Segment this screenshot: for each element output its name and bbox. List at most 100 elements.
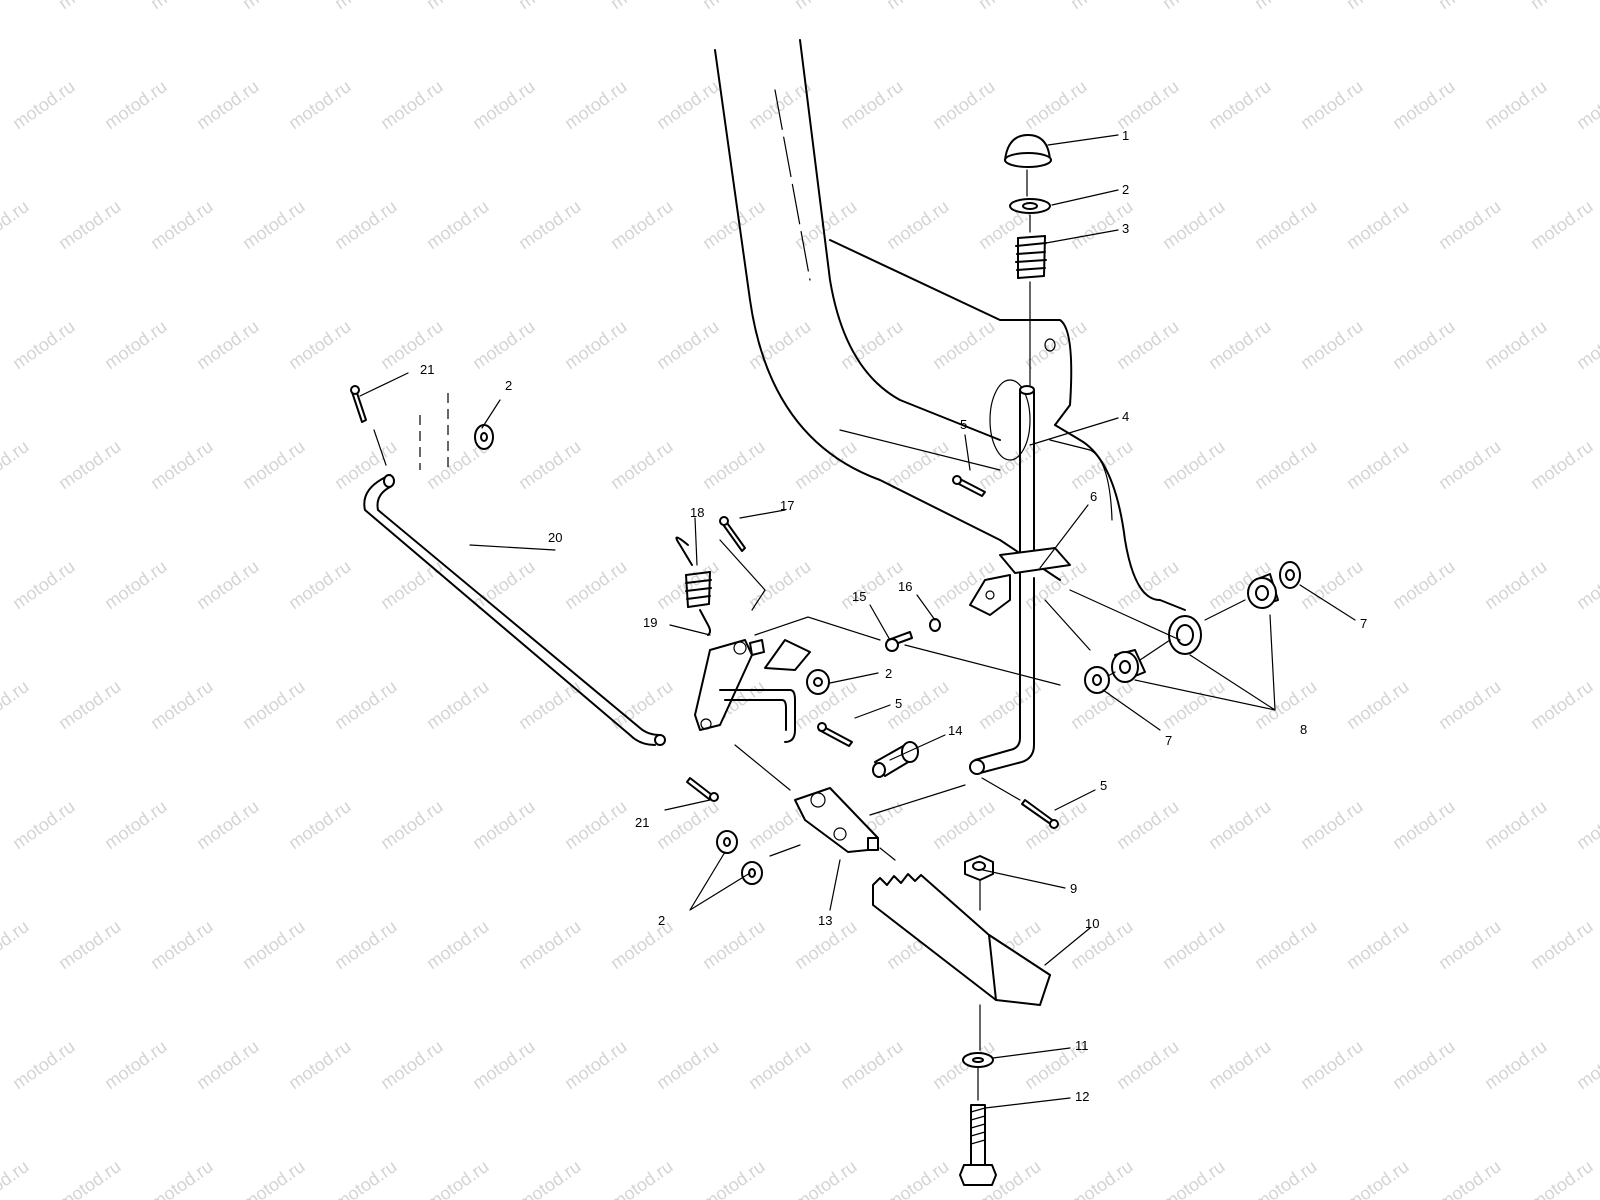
watermark-text: motod.ru xyxy=(1113,1036,1183,1093)
watermark-text: motod.ru xyxy=(1297,76,1367,133)
watermark-text: motod.ru xyxy=(883,436,953,493)
callout-5: 5 xyxy=(960,417,967,432)
watermark-text: motod.ru xyxy=(423,676,493,733)
top-washer xyxy=(1009,198,1051,214)
watermark-text: motod.ru xyxy=(1527,0,1597,13)
watermark-text: motod.ru xyxy=(239,1156,309,1200)
watermark-text: motod.ru xyxy=(377,796,447,853)
cotter-pin-top xyxy=(719,516,746,552)
callout-2-lower: 2 xyxy=(658,913,665,928)
watermark-text: motod.ru xyxy=(1205,76,1275,133)
watermark-text: motod.ru xyxy=(239,436,309,493)
watermark-text: motod.ru xyxy=(1297,1036,1367,1093)
watermark-text: motod.ru xyxy=(1527,436,1597,493)
bolt-12 xyxy=(959,1104,997,1186)
screw-15 xyxy=(885,631,913,652)
watermark-text: motod.ru xyxy=(193,796,263,853)
watermark-text: motod.ru xyxy=(1159,0,1229,13)
watermark-text: motod.ru xyxy=(1481,796,1551,853)
watermark-text: motod.ru xyxy=(55,676,125,733)
watermark-text: motod.ru xyxy=(791,436,861,493)
watermark-text: motod.ru xyxy=(147,1156,217,1200)
callout-3: 3 xyxy=(1122,221,1129,236)
watermark-text: motod.ru xyxy=(377,1036,447,1093)
watermark-text: motod.ru xyxy=(929,796,999,853)
watermark-text: motod.ru xyxy=(1343,436,1413,493)
watermark-text: motod.ru xyxy=(1573,796,1600,853)
watermark-text: motod.ru xyxy=(101,796,171,853)
watermark-text: motod.ru xyxy=(1159,436,1229,493)
washer-16 xyxy=(929,618,941,632)
dust-cap xyxy=(1004,134,1052,168)
watermark-text: motod.ru xyxy=(1113,76,1183,133)
watermark-text: motod.ru xyxy=(1251,916,1321,973)
watermark-text: motod.ru xyxy=(883,676,953,733)
watermark-text: motod.ru xyxy=(1435,196,1505,253)
watermark-text: motod.ru xyxy=(101,76,171,133)
watermark-text: motod.ru xyxy=(837,316,907,373)
watermark-text: motod.ru xyxy=(929,316,999,373)
pedal-arm xyxy=(794,787,879,853)
watermark-text: motod.ru xyxy=(331,916,401,973)
callout-15: 15 xyxy=(852,589,866,604)
linkage-rod xyxy=(363,474,666,746)
watermark-text: motod.ru xyxy=(1435,0,1505,13)
watermark-text: motod.ru xyxy=(377,556,447,613)
watermark-text: motod.ru xyxy=(837,556,907,613)
watermark-text: motod.ru xyxy=(9,76,79,133)
watermark-text: motod.ru xyxy=(1067,0,1137,13)
watermark-text: motod.ru xyxy=(239,196,309,253)
watermark-text: motod.ru xyxy=(1343,1156,1413,1200)
bracket-part xyxy=(969,547,1071,616)
watermark-text: motod.ru xyxy=(653,76,723,133)
watermark-text: motod.ru xyxy=(9,556,79,613)
watermark-text: motod.ru xyxy=(1343,196,1413,253)
bushing-left xyxy=(1084,649,1146,694)
watermark-text: motod.ru xyxy=(1343,916,1413,973)
watermark-text: motod.ru xyxy=(1573,1036,1600,1093)
watermark-text: motod.ru xyxy=(331,0,401,13)
callout-18: 18 xyxy=(690,505,704,520)
watermark-text: motod.ru xyxy=(285,316,355,373)
watermark-text: motod.ru xyxy=(9,316,79,373)
watermark-text: motod.ru xyxy=(1067,436,1137,493)
watermark-text: motod.ru xyxy=(1481,1036,1551,1093)
callout-5-mid: 5 xyxy=(895,696,902,711)
callout-4: 4 xyxy=(1122,409,1129,424)
watermark-text: motod.ru xyxy=(1573,316,1600,373)
spring-top xyxy=(1015,235,1047,279)
watermark-text: motod.ru xyxy=(285,796,355,853)
watermark-text: motod.ru xyxy=(147,196,217,253)
cotter-pin-upper xyxy=(350,385,367,423)
assembly-axis xyxy=(1026,169,1031,386)
watermark-text: motod.ru xyxy=(607,916,677,973)
watermark-text: motod.ru xyxy=(147,916,217,973)
bushing-right xyxy=(1168,561,1301,655)
watermark-text: motod.ru xyxy=(607,0,677,13)
pedal-pad xyxy=(872,873,1051,1006)
watermark-text: motod.ru xyxy=(423,196,493,253)
pin-5-middle xyxy=(817,722,853,747)
frame-panel xyxy=(714,39,1186,611)
watermark-text: motod.ru xyxy=(699,916,769,973)
watermark-text: motod.ru xyxy=(331,676,401,733)
watermark-text: motod.ru xyxy=(0,916,32,973)
washer-mid xyxy=(806,669,830,695)
watermark-text: motod.ru xyxy=(1481,316,1551,373)
callout-12: 12 xyxy=(1075,1089,1089,1104)
watermark-text: motod.ru xyxy=(1067,916,1137,973)
pedal-lever xyxy=(694,639,811,743)
watermark-text: motod.ru xyxy=(1113,316,1183,373)
watermark-text: motod.ru xyxy=(837,1036,907,1093)
watermark-text: motod.ru xyxy=(1251,436,1321,493)
watermark-text: motod.ru xyxy=(9,796,79,853)
watermark-text: motod.ru xyxy=(699,1156,769,1200)
watermark-text: motod.ru xyxy=(745,1036,815,1093)
watermark-text: motod.ru xyxy=(331,196,401,253)
leader-lines xyxy=(359,134,1356,1109)
watermark-text: motod.ru xyxy=(1481,76,1551,133)
callout-11: 11 xyxy=(1075,1038,1089,1053)
watermark-text: motod.ru xyxy=(1159,1156,1229,1200)
washer-upper-left xyxy=(474,424,494,450)
watermark-text: motod.ru xyxy=(561,1036,631,1093)
